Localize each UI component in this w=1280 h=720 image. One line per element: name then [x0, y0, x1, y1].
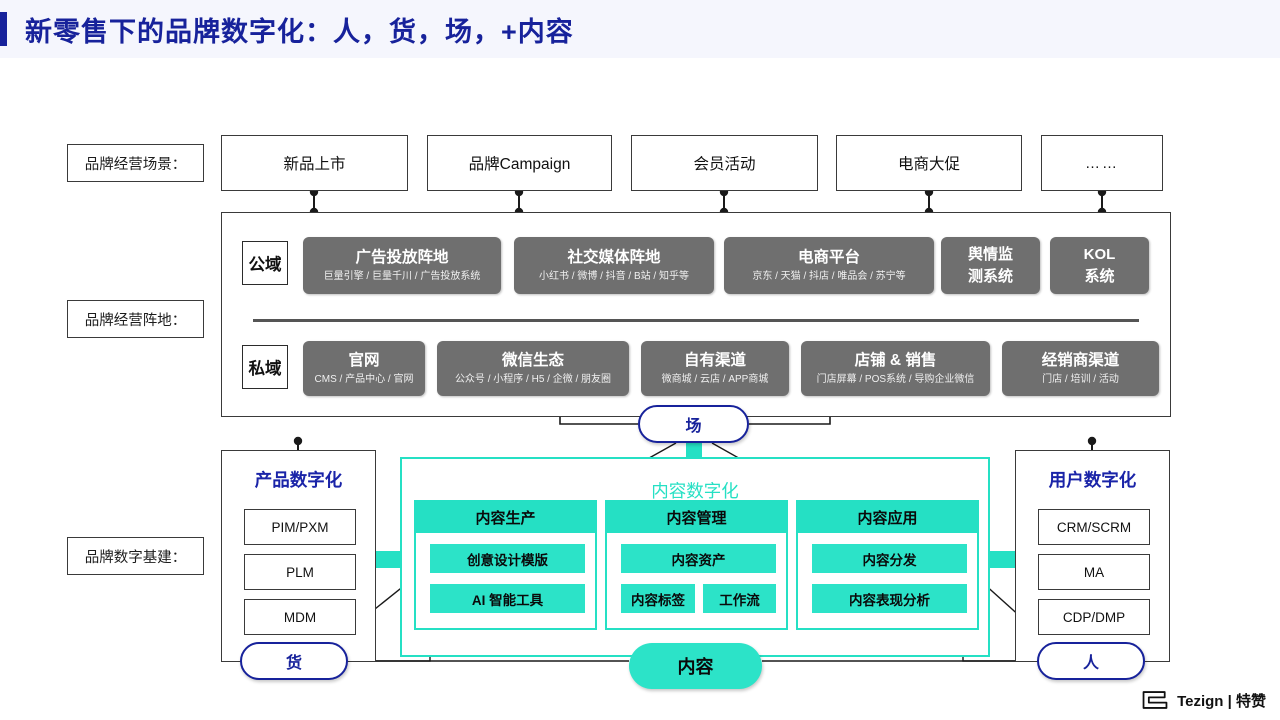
product-pillar-box: 产品数字化 PIM/PXM PLM MDM [221, 450, 376, 662]
card-title: 舆情监 测系统 [967, 245, 1013, 285]
footer-logo: Tezign | 特赞 [1140, 688, 1266, 712]
card-subtitle: 门店 / 培训 / 活动 [1042, 374, 1119, 386]
domain-tag-private: 私域 [242, 345, 288, 389]
content-column-header: 内容管理 [607, 502, 786, 533]
page-title: 新零售下的品牌数字化：人，货，场，+内容 [25, 16, 574, 47]
scene-box-0[interactable]: 新品上市 [221, 135, 408, 191]
user-pillar-box: 用户数字化 CRM/SCRM MA CDP/DMP [1015, 450, 1170, 662]
card-title: 微信生态 [501, 351, 564, 369]
user-system-chip-2[interactable]: CDP/DMP [1038, 599, 1150, 635]
scene-label: 品牌Campaign [468, 156, 571, 173]
public-channel-card-2[interactable]: 电商平台 京东 / 天猫 / 抖店 / 唯品会 / 苏宁等 [724, 237, 934, 294]
card-subtitle: 微商城 / 云店 / APP商城 [661, 374, 769, 386]
content-column-header: 内容生产 [416, 502, 595, 533]
private-channel-card-1[interactable]: 微信生态 公众号 / 小程序 / H5 / 企微 / 朋友圈 [437, 341, 629, 396]
bubble-huo[interactable]: 货 [240, 642, 348, 680]
content-item-1-1[interactable]: 内容标签 [621, 584, 695, 613]
arena-divider [253, 319, 1139, 322]
scene-box-2[interactable]: 会员活动 [631, 135, 818, 191]
content-item-0-1[interactable]: AI 智能工具 [430, 584, 585, 613]
scene-label: 会员活动 [693, 156, 756, 173]
private-channel-card-4[interactable]: 经销商渠道 门店 / 培训 / 活动 [1002, 341, 1159, 396]
bubble-ren[interactable]: 人 [1037, 642, 1145, 680]
card-subtitle: 巨量引擎 / 巨量千川 / 广告投放系统 [323, 271, 481, 283]
content-column-0: 内容生产 创意设计模版 AI 智能工具 [414, 500, 597, 630]
scene-label: 新品上市 [283, 156, 346, 173]
card-title: 店铺 & 销售 [854, 351, 937, 369]
user-pillar-title: 用户数字化 [1048, 470, 1137, 490]
content-item-1-2[interactable]: 工作流 [703, 584, 776, 613]
domain-tag-public: 公域 [242, 241, 288, 285]
bubble-neirong[interactable]: 内容 [629, 643, 762, 689]
teal-connector-right [988, 551, 1015, 568]
public-channel-card-1[interactable]: 社交媒体阵地 小红书 / 微博 / 抖音 / B站 / 知乎等 [514, 237, 714, 294]
content-column-2: 内容应用 内容分发 内容表现分析 [796, 500, 979, 630]
private-channel-card-0[interactable]: 官网 CMS / 产品中心 / 官网 [303, 341, 425, 396]
private-channel-card-3[interactable]: 店铺 & 销售 门店屏幕 / POS系统 / 导购企业微信 [801, 341, 990, 396]
content-item-2-1[interactable]: 内容表现分析 [812, 584, 967, 613]
card-subtitle: 京东 / 天猫 / 抖店 / 唯品会 / 苏宁等 [752, 271, 906, 283]
product-system-chip-0[interactable]: PIM/PXM [244, 509, 356, 545]
card-subtitle: CMS / 产品中心 / 官网 [314, 374, 414, 386]
card-subtitle: 公众号 / 小程序 / H5 / 企微 / 朋友圈 [454, 374, 612, 386]
user-system-chip-0[interactable]: CRM/SCRM [1038, 509, 1150, 545]
footer-wordmark: Tezign | 特赞 [1177, 692, 1266, 710]
card-title: 社交媒体阵地 [567, 248, 661, 266]
card-title: KOL 系统 [1083, 245, 1116, 285]
content-pillar-title: 内容数字化 [651, 481, 739, 501]
scene-box-4[interactable]: …… [1041, 135, 1163, 191]
header-accent-bar [0, 12, 7, 46]
content-column-header: 内容应用 [798, 502, 977, 533]
private-channel-card-2[interactable]: 自有渠道 微商城 / 云店 / APP商城 [641, 341, 789, 396]
content-item-1-0[interactable]: 内容资产 [621, 544, 776, 573]
tezign-logo-icon [1142, 691, 1168, 709]
card-subtitle: 小红书 / 微博 / 抖音 / B站 / 知乎等 [538, 271, 689, 283]
card-title: 电商平台 [797, 248, 860, 266]
slide-header: 新零售下的品牌数字化：人，货，场，+内容 [0, 0, 1280, 58]
row-label-scenes: 品牌经营场景： [67, 144, 204, 182]
product-system-chip-1[interactable]: PLM [244, 554, 356, 590]
bubble-chang[interactable]: 场 [638, 405, 749, 443]
user-system-chip-1[interactable]: MA [1038, 554, 1150, 590]
card-title: 经销商渠道 [1041, 351, 1120, 369]
teal-connector-left [376, 551, 402, 568]
content-item-2-0[interactable]: 内容分发 [812, 544, 967, 573]
content-item-0-0[interactable]: 创意设计模版 [430, 544, 585, 573]
public-channel-card-3[interactable]: 舆情监 测系统 [941, 237, 1040, 294]
row-label-positions: 品牌经营阵地： [67, 300, 204, 338]
card-title: 官网 [348, 351, 380, 369]
product-pillar-title: 产品数字化 [254, 470, 343, 490]
row-label-infrastructure: 品牌数字基建： [67, 537, 204, 575]
public-channel-card-0[interactable]: 广告投放阵地 巨量引擎 / 巨量千川 / 广告投放系统 [303, 237, 501, 294]
content-column-1: 内容管理 内容资产 内容标签 工作流 [605, 500, 788, 630]
product-system-chip-2[interactable]: MDM [244, 599, 356, 635]
card-title: 自有渠道 [683, 351, 746, 369]
public-channel-card-4[interactable]: KOL 系统 [1050, 237, 1149, 294]
scene-box-3[interactable]: 电商大促 [836, 135, 1022, 191]
scene-label: …… [1085, 154, 1119, 172]
card-title: 广告投放阵地 [355, 248, 449, 266]
card-subtitle: 门店屏幕 / POS系统 / 导购企业微信 [816, 374, 975, 386]
scene-label: 电商大促 [897, 156, 960, 173]
scene-box-1[interactable]: 品牌Campaign [427, 135, 612, 191]
